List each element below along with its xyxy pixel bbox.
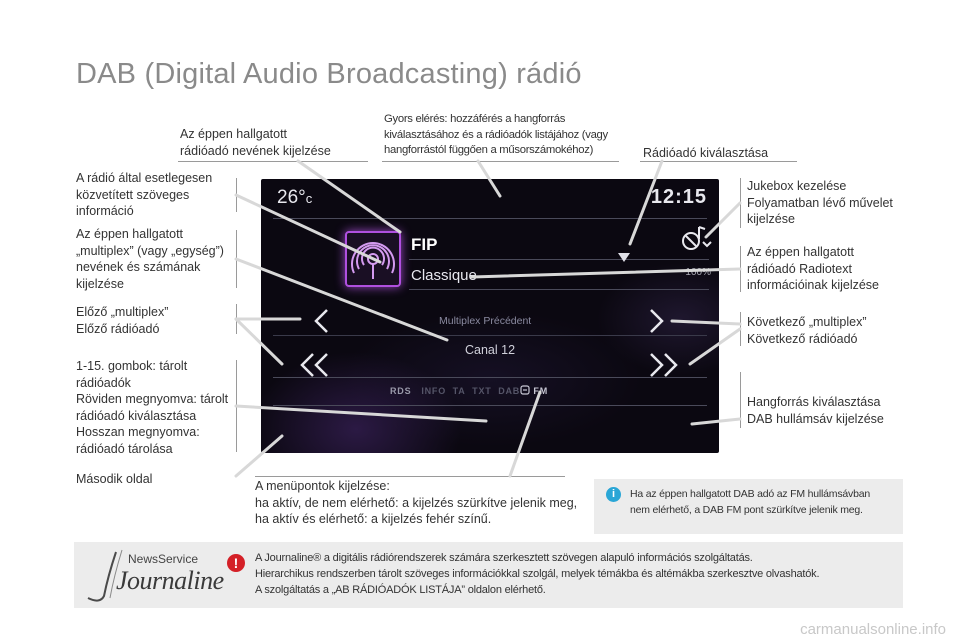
info-note-box: i Ha az éppen hallgatott DAB adó az FM h… [594, 479, 903, 534]
journaline-logo: NewsService Journaline [78, 546, 224, 604]
journaline-line2: Hierarchikus rendszerben tárolt szöveges… [255, 568, 820, 580]
temperature: 26°c [277, 187, 313, 208]
multiplex-label: Multiplex Précédent [439, 315, 532, 327]
menu-ta[interactable]: TA [452, 386, 466, 396]
label-quick-access: Gyors elérés: hozzáférés a hangforrás ki… [384, 113, 608, 156]
label-source-band: Hangforrás kiválasztása DAB hullámsáv ki… [747, 395, 884, 426]
dab-fm-link-icon [520, 385, 530, 395]
dropdown-triangle-icon[interactable] [618, 253, 630, 263]
journaline-box: NewsService Journaline ! A Journaline® a… [74, 542, 903, 608]
label-station-name: Az éppen hallgatott rádióadó nevének kij… [180, 127, 331, 158]
next-station-icon[interactable] [647, 351, 681, 379]
info-icon: i [606, 487, 621, 502]
info-note-text: Ha az éppen hallgatott DAB adó az FM hul… [630, 488, 871, 516]
label-radiotext: Az éppen hallgatott rádióadó Radiotext i… [747, 245, 880, 292]
label-next: Következő „multiplex” Következő rádióadó [747, 315, 867, 346]
label-multiplex-name: Az éppen hallgatott „multiplex” (vagy „e… [76, 227, 224, 291]
clock: 12:15 [650, 186, 707, 208]
menu-info[interactable]: INFO [421, 386, 447, 396]
next-multiplex-icon[interactable] [647, 307, 667, 335]
prev-station-icon[interactable] [297, 351, 331, 379]
jukebox-icon[interactable] [679, 223, 713, 253]
menu-txt[interactable]: TXT [472, 386, 492, 396]
label-menu-items: A menüpontok kijelzése: ha aktív, de nem… [255, 479, 578, 526]
label-prev: Előző „multiplex” Előző rádióadó [76, 305, 169, 336]
channel-label: Canal 12 [465, 343, 516, 357]
journaline-line1: A Journaline® a digitális rádiórendszere… [255, 552, 753, 564]
label-second-page: Második oldal [76, 472, 153, 486]
watermark: carmanualsonline.info [800, 621, 946, 638]
radio-screen: 26°c 12:15 FIP Classique 100% Multiplex … [261, 179, 719, 453]
progress-percent: 100% [685, 267, 711, 278]
label-presets: 1-15. gombok: tárolt rádióadók Röviden m… [76, 359, 229, 456]
label-text-info: A rádió által esetlegesen közvetített sz… [76, 171, 213, 218]
prev-multiplex-icon[interactable] [311, 307, 331, 335]
menu-dab[interactable]: DAB [498, 386, 521, 396]
genre-text: Classique [411, 267, 477, 284]
journaline-line3: A szolgáltatás a „AB RÁDIÓADÓK LISTÁJA” … [255, 584, 546, 596]
menu-rds[interactable]: RDS [390, 386, 412, 396]
radio-wave-icon [351, 242, 395, 279]
station-name: FIP [411, 235, 438, 254]
label-jukebox: Jukebox kezelése Folyamatban lévő művele… [747, 179, 893, 226]
warning-icon: ! [227, 554, 245, 572]
page-title: DAB (Digital Audio Broadcasting) rádió [76, 58, 582, 90]
label-station-select: Rádióadó kiválasztása [643, 146, 769, 160]
